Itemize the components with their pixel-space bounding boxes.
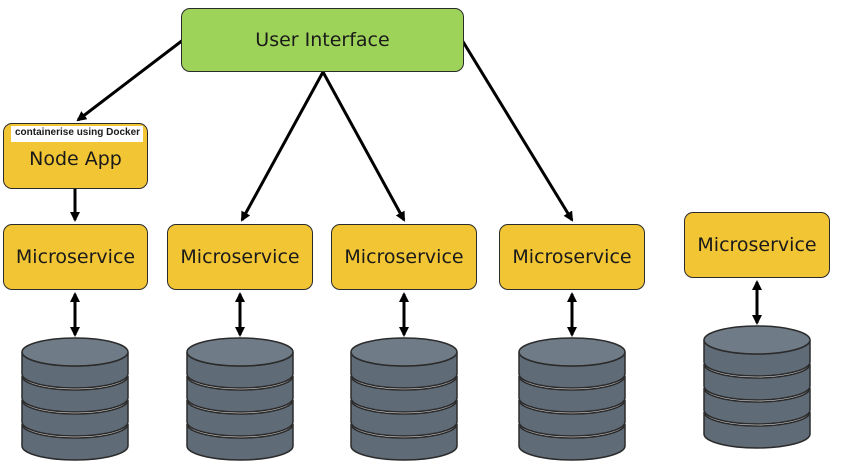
- microservice-box: Microservice: [499, 224, 645, 290]
- node-app-label: Node App: [29, 148, 122, 170]
- docker-annotation: containerise using Docker: [11, 126, 143, 142]
- database-icon: [21, 337, 129, 461]
- database-icon: [186, 337, 294, 461]
- user-interface-box: User Interface: [181, 8, 464, 72]
- arrow-ui-to-microservice-3: [321, 71, 406, 222]
- microservice-box: Microservice: [3, 224, 148, 290]
- microservice-label: Microservice: [344, 246, 464, 268]
- microservice-box: Microservice: [684, 212, 830, 278]
- microservice-box: Microservice: [331, 224, 477, 290]
- database-icon: [518, 337, 626, 461]
- arrow-ui-to-microservice-4: [460, 39, 574, 222]
- microservice-box: Microservice: [167, 224, 313, 290]
- node-app-box: containerise using Docker Node App: [3, 123, 148, 189]
- database-icon: [350, 337, 458, 461]
- arrow-ui-to-node-app: [76, 38, 184, 122]
- microservice-label: Microservice: [15, 246, 136, 268]
- user-interface-label: User Interface: [255, 29, 390, 51]
- microservice-label: Microservice: [512, 246, 632, 268]
- arrow-ui-to-microservice-2: [240, 71, 325, 222]
- microservice-label: Microservice: [697, 234, 817, 256]
- microservice-label: Microservice: [180, 246, 300, 268]
- database-icon: [703, 325, 811, 449]
